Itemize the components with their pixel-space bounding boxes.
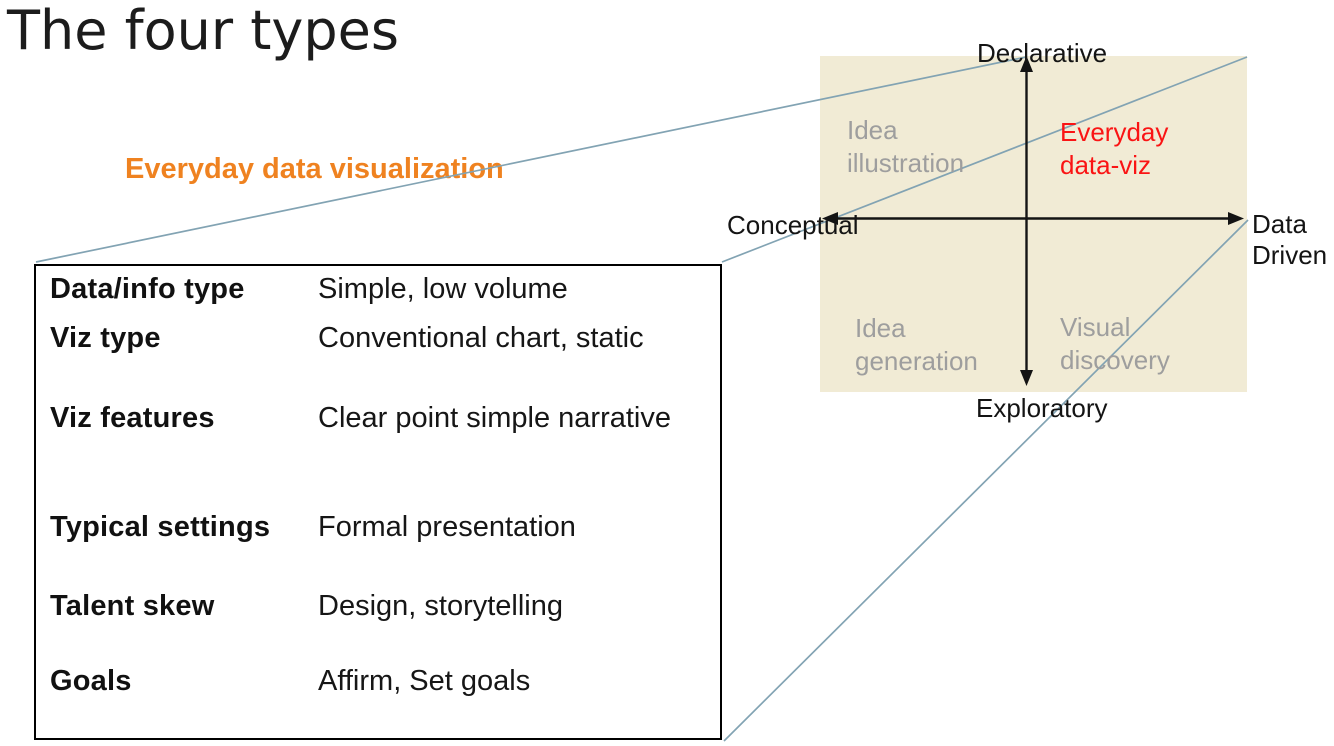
row-label: Viz type — [50, 322, 161, 354]
row-label: Viz features — [50, 402, 215, 434]
row-label: Talent skew — [50, 590, 215, 622]
row-value: Simple, low volume — [318, 273, 568, 305]
row-label: Typical settings — [50, 511, 271, 543]
row-value: Conventional chart, static — [318, 322, 644, 354]
quadrant-everyday-data-viz: Everyday data-viz — [1060, 117, 1169, 180]
axis-label-conceptual: Conceptual — [727, 210, 859, 240]
row-value: Design, storytelling — [318, 590, 563, 622]
row-value: Affirm, Set goals — [318, 665, 531, 697]
row-value: Clear point simple narrative — [318, 402, 671, 434]
row-value: Formal presentation — [318, 511, 576, 543]
axis-label-exploratory: Exploratory — [976, 393, 1108, 423]
row-label: Data/info type — [50, 273, 245, 305]
quadrant-visual-discovery: Visual discovery — [1060, 312, 1170, 375]
quadrant-idea-generation: Idea generation — [855, 313, 978, 376]
detail-table: Data/info type Simple, low volume Viz ty… — [34, 264, 722, 740]
axis-label-data-driven: Data Driven — [1252, 209, 1328, 270]
subtitle-everyday-data-visualization: Everyday data visualization — [125, 153, 504, 185]
axis-label-declarative: Declarative — [977, 38, 1108, 68]
quadrant-idea-illustration: Idea illustration — [847, 115, 965, 178]
row-label: Goals — [50, 665, 132, 697]
page-title: The four types — [7, 0, 400, 62]
